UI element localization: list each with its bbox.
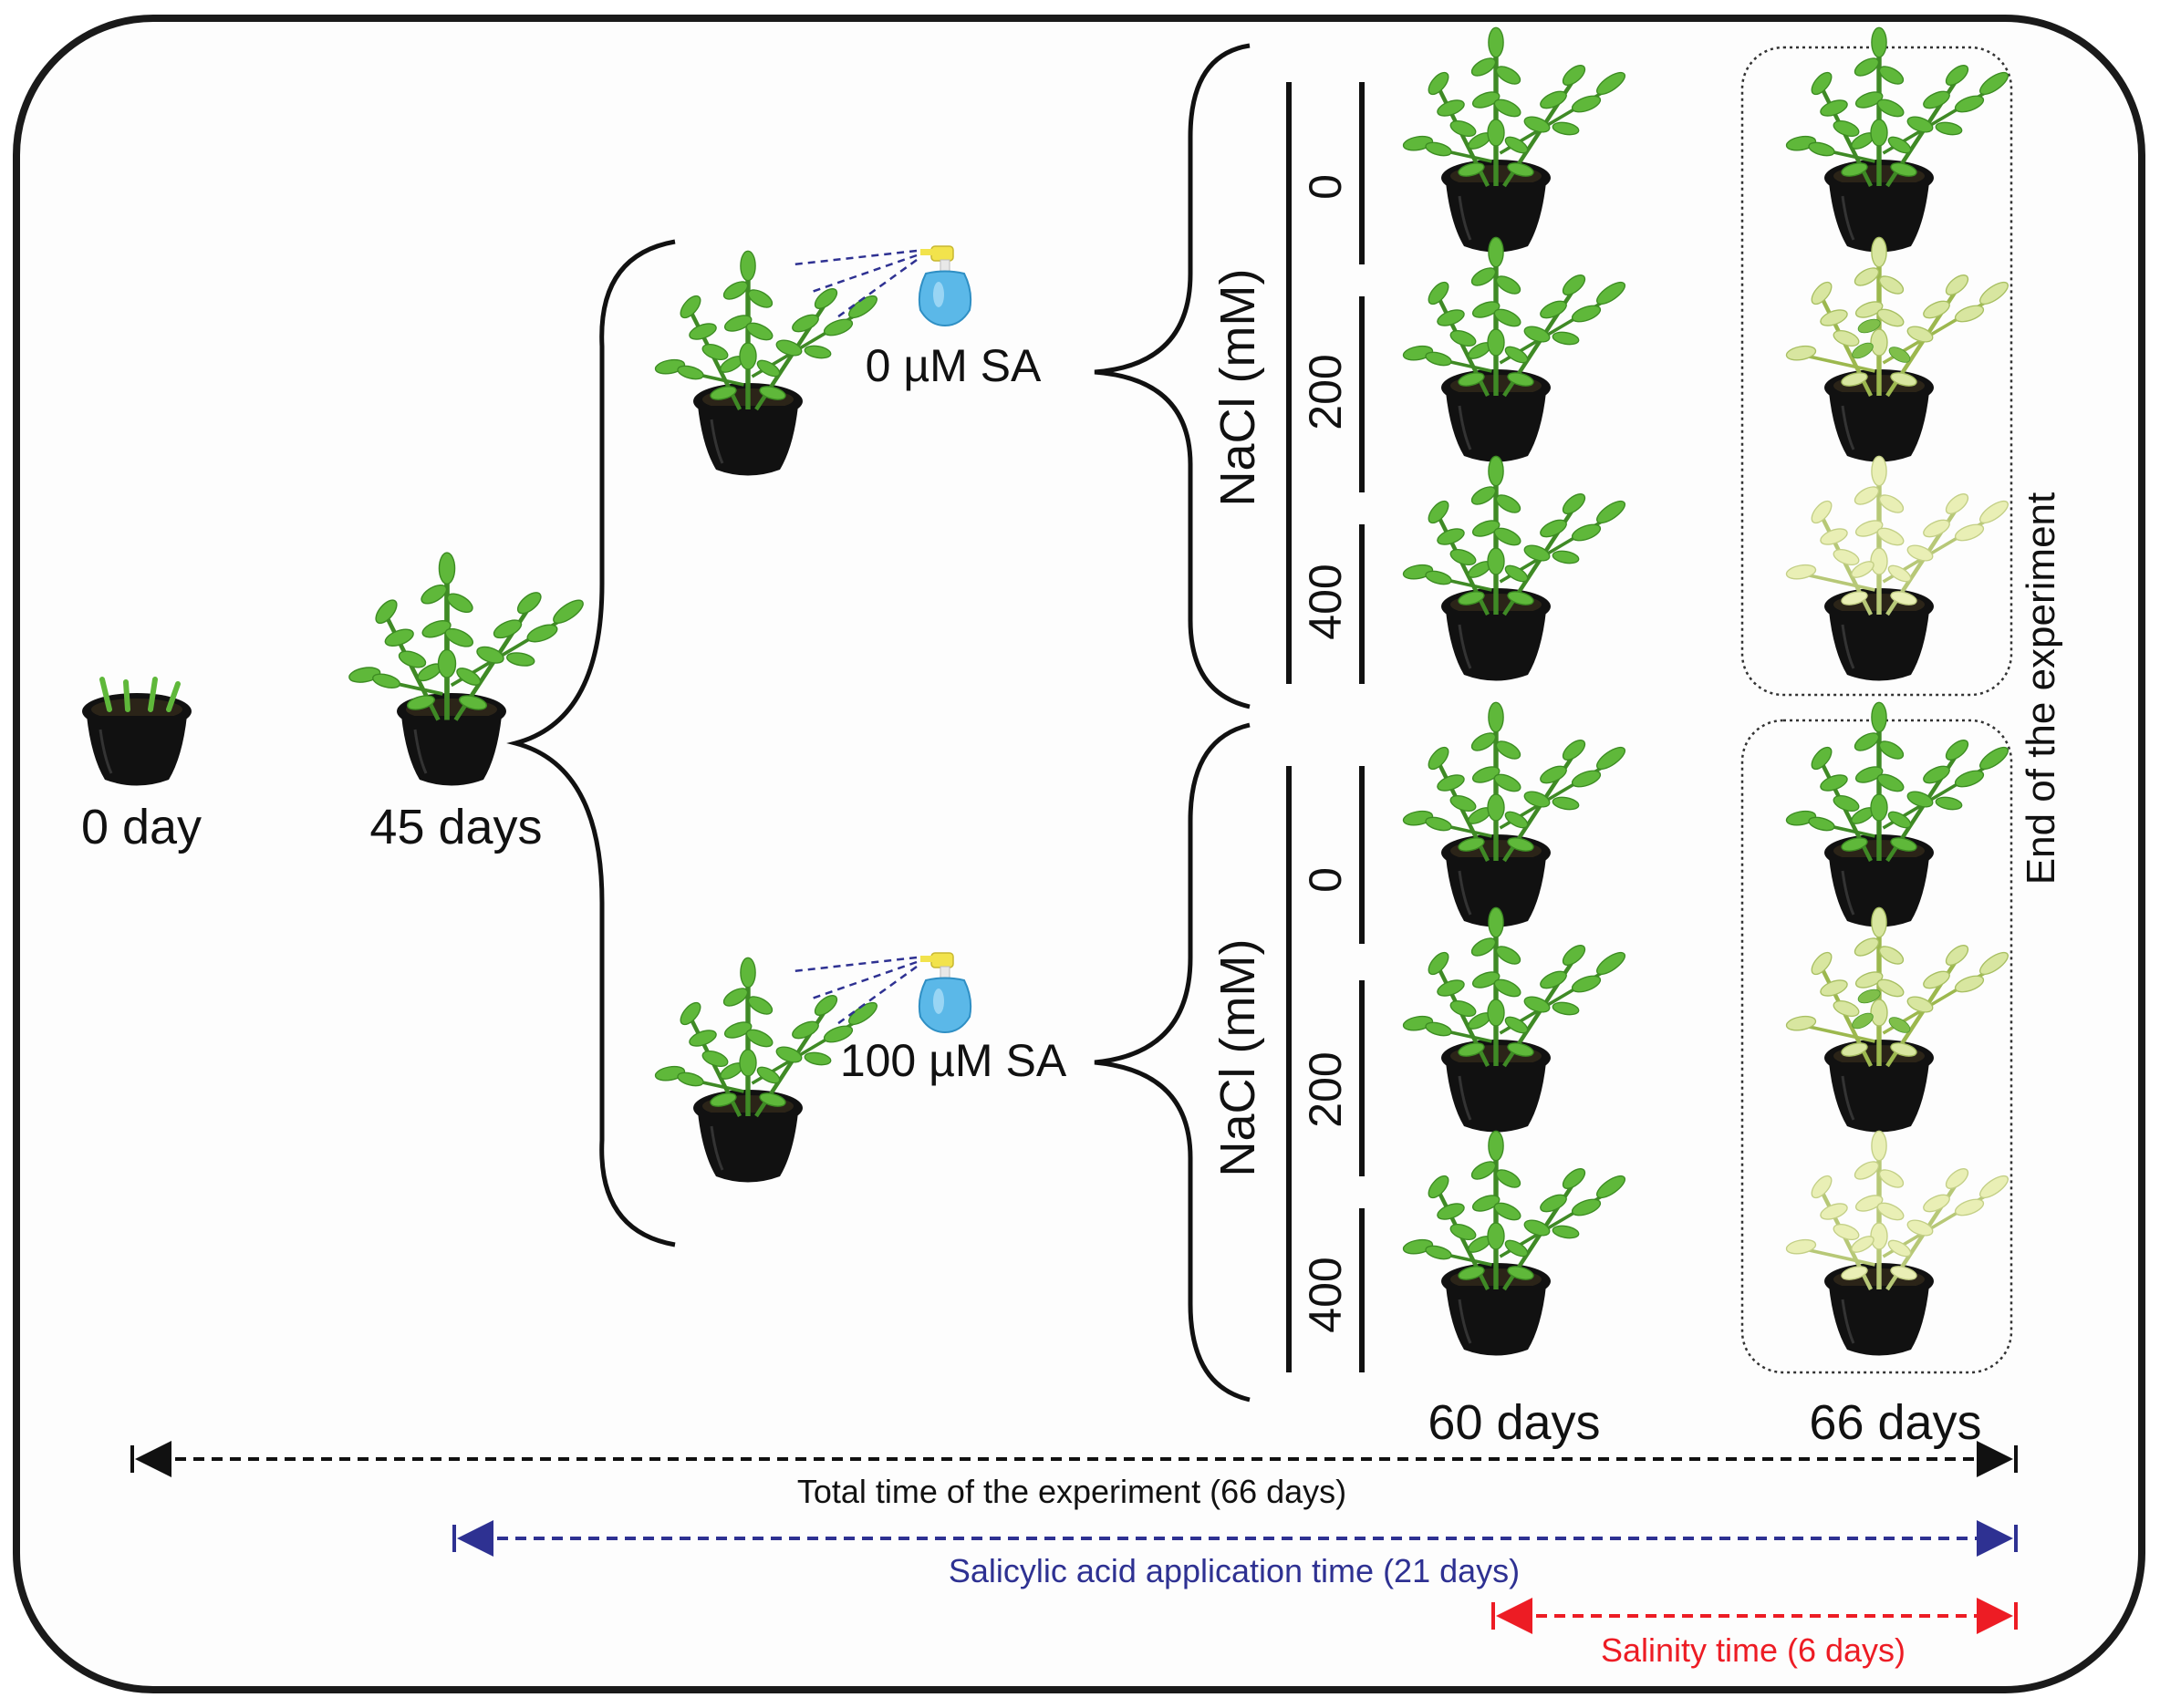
timeline-salicylic-label: Salicylic acid application time (21 days…: [949, 1552, 1520, 1589]
nacl-level-0: 0: [1300, 867, 1351, 893]
stage-label-day45: 45 days: [369, 800, 542, 854]
nacl-level-400: 400: [1300, 564, 1351, 639]
nacl-level-200: 200: [1300, 1051, 1351, 1127]
nacl-brace-bottom: [1094, 722, 1251, 1403]
nacl-axis-label-top: NaCl (mM): [1210, 269, 1265, 507]
stage-label-day60: 60 days: [1428, 1395, 1600, 1450]
nacl-level-0: 0: [1300, 174, 1351, 200]
treatment-label-100: 100 µM SA: [840, 1035, 1067, 1086]
treatment-brace: [506, 239, 676, 1247]
timeline-salinity-label: Salinity time (6 days): [1601, 1631, 1906, 1669]
treatment-label-0: 0 µM SA: [866, 340, 1042, 391]
nacl-axis-label-bottom: NaCl (mM): [1210, 939, 1265, 1177]
end-of-experiment-label: End of the experiment: [2019, 492, 2063, 885]
spray-mist-0: [793, 249, 918, 321]
seedling-pot: [80, 677, 193, 787]
nacl-level-400: 400: [1300, 1257, 1351, 1332]
stage-label-day66: 66 days: [1809, 1395, 1981, 1450]
end-box-bottom: [1740, 719, 2013, 1374]
nacl-brace-top: [1094, 43, 1251, 709]
spray-mist-100: [793, 956, 918, 1028]
stage-label-day0: 0 day: [81, 800, 202, 854]
outer-frame: [13, 15, 2145, 1693]
nacl-level-200: 200: [1300, 354, 1351, 430]
timeline-total-label: Total time of the experiment (66 days): [797, 1473, 1346, 1510]
